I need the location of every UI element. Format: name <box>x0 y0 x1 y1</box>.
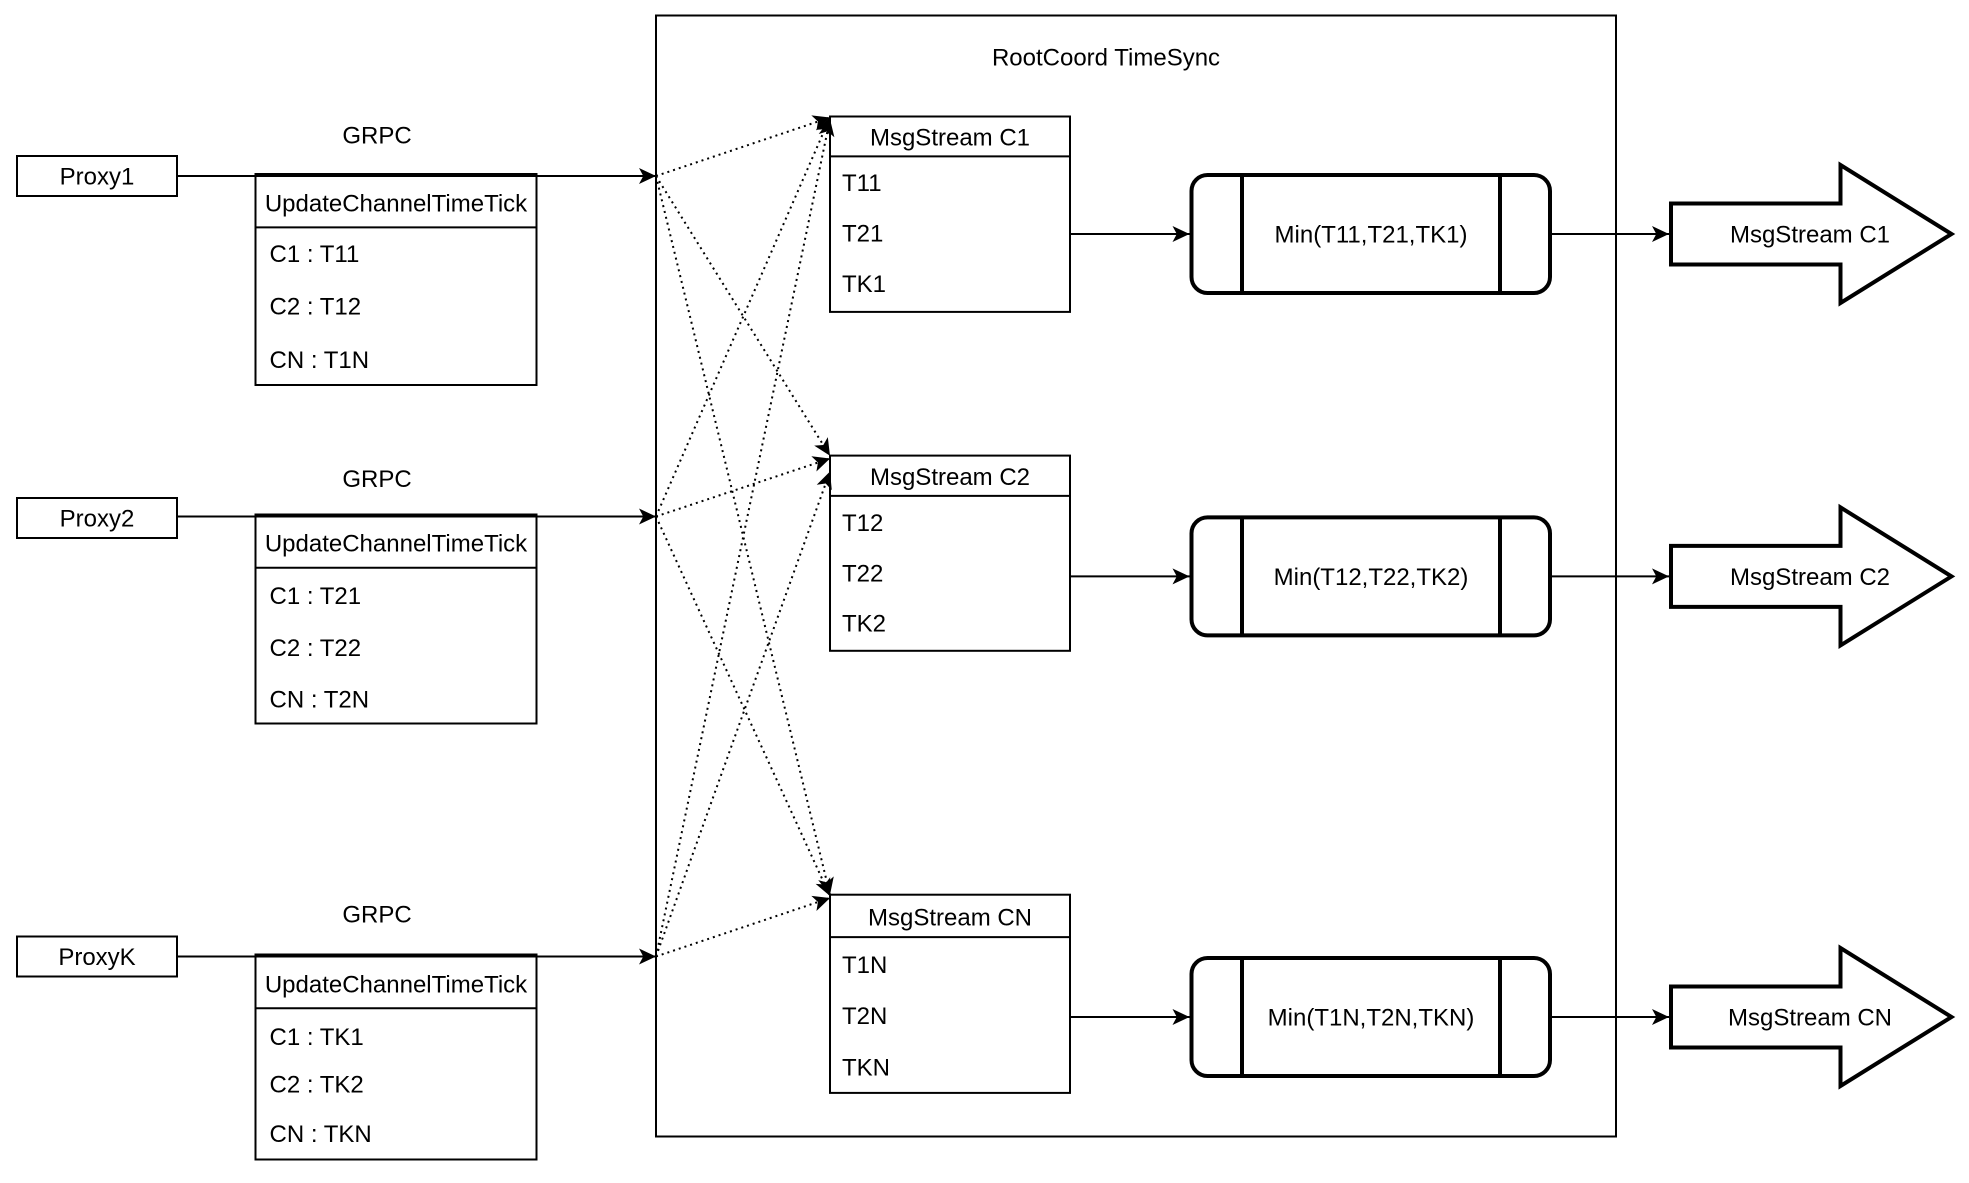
svg-text:UpdateChannelTimeTick: UpdateChannelTimeTick <box>265 191 528 218</box>
svg-text:CN : TKN: CN : TKN <box>270 1121 372 1148</box>
svg-text:RootCoord TimeSync: RootCoord TimeSync <box>992 45 1220 72</box>
svg-text:C1 : T21: C1 : T21 <box>270 583 362 610</box>
svg-text:CN : T2N: CN : T2N <box>270 687 370 714</box>
svg-text:T21: T21 <box>842 221 883 248</box>
svg-text:CN : T1N: CN : T1N <box>270 347 370 374</box>
svg-text:T12: T12 <box>842 510 883 537</box>
svg-text:Min(T11,T21,TK1): Min(T11,T21,TK1) <box>1275 222 1468 249</box>
svg-text:UpdateChannelTimeTick: UpdateChannelTimeTick <box>265 530 528 557</box>
svg-text:T22: T22 <box>842 560 883 587</box>
svg-text:T2N: T2N <box>842 1003 887 1030</box>
svg-text:C2 : TK2: C2 : TK2 <box>270 1072 364 1099</box>
svg-text:C2 : T22: C2 : T22 <box>270 635 362 662</box>
svg-text:MsgStream C2: MsgStream C2 <box>870 464 1030 491</box>
svg-text:MsgStream C1: MsgStream C1 <box>1730 222 1890 249</box>
svg-text:TK2: TK2 <box>842 611 886 638</box>
svg-text:TK1: TK1 <box>842 271 886 298</box>
svg-text:GRPC: GRPC <box>342 466 411 493</box>
svg-text:Proxy2: Proxy2 <box>60 506 135 533</box>
svg-text:MsgStream CN: MsgStream CN <box>868 905 1032 932</box>
svg-text:C2 : T12: C2 : T12 <box>270 294 362 321</box>
svg-text:MsgStream CN: MsgStream CN <box>1728 1005 1892 1032</box>
svg-text:Proxy1: Proxy1 <box>60 164 135 191</box>
svg-text:T1N: T1N <box>842 952 887 979</box>
svg-text:GRPC: GRPC <box>342 902 411 929</box>
svg-text:Min(T1N,T2N,TKN): Min(T1N,T2N,TKN) <box>1268 1005 1475 1032</box>
svg-text:MsgStream C1: MsgStream C1 <box>870 124 1030 151</box>
svg-text:T11: T11 <box>842 170 882 197</box>
svg-text:MsgStream C2: MsgStream C2 <box>1730 564 1890 591</box>
svg-text:C1 : TK1: C1 : TK1 <box>270 1024 364 1051</box>
svg-text:TKN: TKN <box>842 1055 890 1082</box>
svg-text:UpdateChannelTimeTick: UpdateChannelTimeTick <box>265 972 528 999</box>
svg-text:GRPC: GRPC <box>342 123 411 150</box>
svg-text:C1 : T11: C1 : T11 <box>270 241 360 268</box>
svg-text:ProxyK: ProxyK <box>58 944 135 971</box>
svg-text:Min(T12,T22,TK2): Min(T12,T22,TK2) <box>1274 564 1469 591</box>
